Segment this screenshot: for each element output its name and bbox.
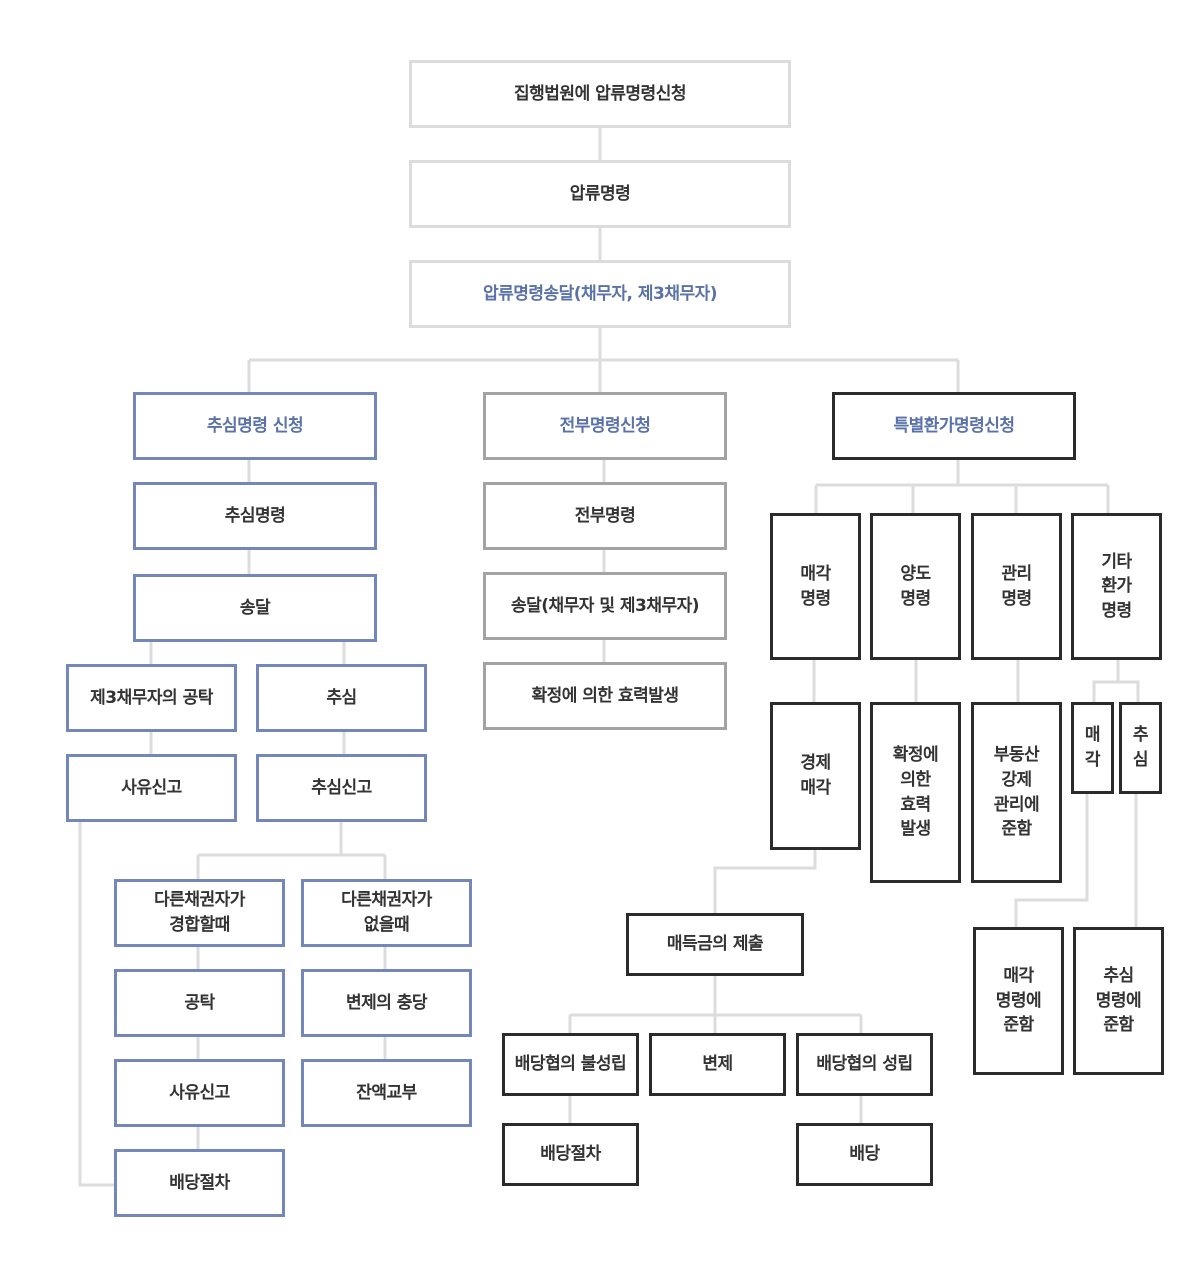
node-per-collection-order: 추심 명령에 준함	[1073, 927, 1164, 1075]
node-auction-sale: 경제 매각	[770, 702, 861, 850]
node-collection-report: 추심신고	[256, 754, 427, 822]
node-seizure-application: 집행법원에 압류명령신청	[409, 60, 791, 128]
node-management-order: 관리 명령	[971, 513, 1062, 660]
node-collection-application: 추심명령 신청	[133, 392, 377, 460]
node-other-realization-order: 기타 환가 명령	[1071, 513, 1162, 660]
node-repayment: 변제	[649, 1033, 786, 1096]
node-repayment-allocation: 변제의 충당	[301, 969, 472, 1037]
connector	[1092, 659, 1120, 702]
node-distribution-agreement-failed: 배당협의 불성립	[502, 1033, 639, 1096]
node-effect-on-finalization: 확정에 의한 효력발생	[483, 662, 727, 730]
node-reason-report: 사유신고	[66, 754, 237, 822]
node-real-estate-management: 부동산 강제 관리에 준함	[971, 702, 1062, 883]
node-effect-on-finalization-2: 확정에 의한 효력 발생	[870, 702, 961, 883]
node-assignment-application: 전부명령신청	[483, 392, 727, 460]
node-assignment-order: 전부명령	[483, 482, 727, 550]
node-distribution-agreement-reached: 배당협의 성립	[796, 1033, 933, 1096]
node-per-sale-order: 매각 명령에 준함	[973, 927, 1064, 1075]
connector	[1014, 793, 1089, 927]
node-assignment-service: 송달(채무자 및 제3채무자)	[483, 572, 727, 640]
node-balance-payment: 잔액교부	[301, 1059, 472, 1127]
connector	[713, 849, 817, 913]
node-distribution-procedure-2: 배당절차	[502, 1123, 639, 1186]
node-collection: 추심	[256, 664, 427, 732]
node-sale: 매 각	[1071, 702, 1114, 794]
node-special-realization-application: 특별환가명령신청	[832, 392, 1076, 460]
connector	[1118, 680, 1140, 702]
node-transfer-order: 양도 명령	[870, 513, 961, 660]
node-no-other-creditors: 다른채권자가 없을때	[301, 879, 472, 947]
node-collect: 추 심	[1119, 702, 1162, 794]
node-distribution-procedure: 배당절차	[114, 1149, 285, 1217]
node-proceeds-submission: 매득금의 제출	[626, 913, 804, 976]
node-distribution: 배당	[796, 1123, 933, 1186]
connector	[78, 821, 115, 1187]
node-competing-creditors: 다른채권자가 경합할때	[114, 879, 285, 947]
node-third-debtor-deposit: 제3채무자의 공탁	[66, 664, 237, 732]
node-sale-order: 매각 명령	[770, 513, 861, 660]
node-collection-service: 송달	[133, 574, 377, 642]
node-deposit: 공탁	[114, 969, 285, 1037]
node-seizure-order: 압류명령	[409, 160, 791, 228]
node-reason-report-2: 사유신고	[114, 1059, 285, 1127]
node-seizure-service: 압류명령송달(채무자, 제3채무자)	[409, 260, 791, 328]
node-collection-order: 추심명령	[133, 482, 377, 550]
